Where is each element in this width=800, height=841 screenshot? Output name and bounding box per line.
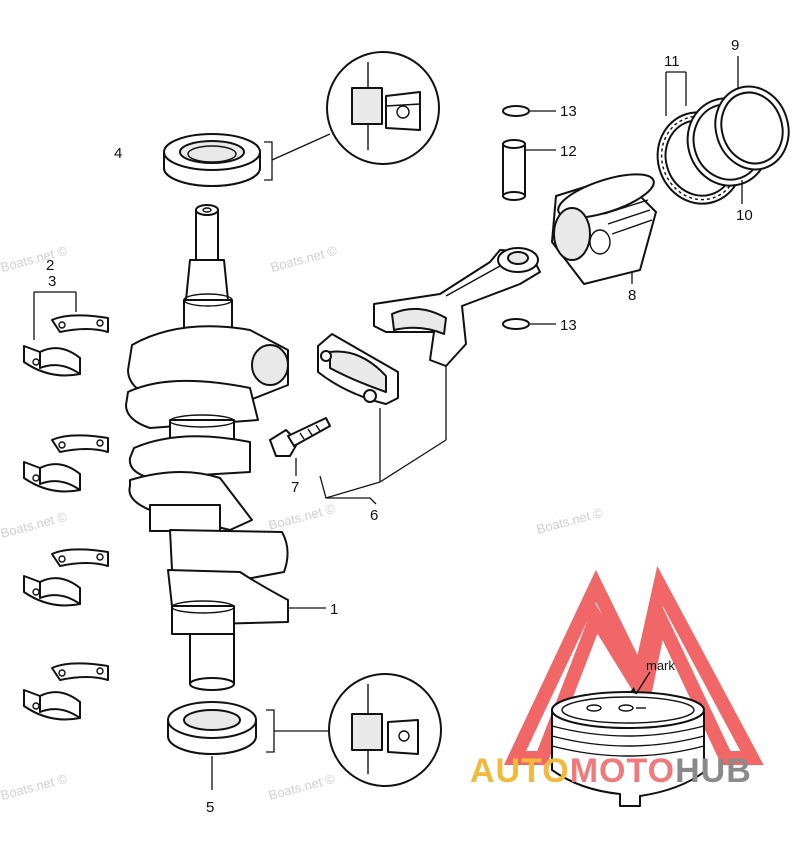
bearing-set-1 — [23, 291, 109, 377]
marked-piston: mark — [551, 658, 705, 807]
callout-12: 12 — [560, 143, 577, 160]
piston-mark-inset: mark AUTOMOTOHUB — [470, 566, 764, 807]
callout-3: 3 — [48, 273, 56, 290]
brand-wordmark: AUTOMOTOHUB — [470, 752, 752, 790]
bearing-halves — [23, 291, 109, 721]
callout-13-upper: 13 — [560, 103, 577, 120]
upper-detail-circle — [326, 51, 440, 165]
piston — [551, 173, 657, 285]
watermark-2: Boats.net © — [269, 243, 339, 275]
connecting-rod-bolt — [269, 417, 331, 476]
callout-labels: 1 2 3 4 5 6 7 8 9 10 11 12 13 13 — [46, 37, 753, 816]
watermark-7: Boats.net © — [267, 771, 337, 803]
callout-6: 6 — [370, 507, 378, 524]
piston-rings — [656, 56, 790, 205]
callout-1: 1 — [330, 601, 338, 618]
connecting-rod-cap — [317, 333, 399, 405]
brand-part-auto: AUTO — [470, 752, 570, 790]
upper-oil-seal — [163, 133, 331, 187]
callout-9: 9 — [731, 37, 739, 54]
callout-11: 11 — [664, 53, 680, 70]
piston-pin — [502, 139, 556, 201]
callout-13-lower: 13 — [560, 317, 577, 334]
watermark-5: Boats.net © — [535, 505, 605, 537]
brand-logo-mark — [503, 566, 764, 765]
callout-2: 2 — [46, 257, 54, 274]
callout-8: 8 — [628, 287, 636, 304]
lower-oil-seal — [167, 701, 328, 790]
brand-part-moto: MOTO — [570, 752, 675, 790]
connecting-rod — [319, 247, 541, 505]
piston-pin-clip-lower — [502, 318, 556, 330]
brand-part-hub: HUB — [675, 752, 752, 790]
watermark-3: Boats.net © — [0, 509, 69, 541]
watermark-1: Boats.net © — [0, 243, 69, 275]
callout-4: 4 — [114, 145, 122, 162]
callout-10: 10 — [736, 207, 753, 224]
bearing-set-3 — [23, 548, 109, 607]
watermark-4: Boats.net © — [267, 501, 337, 533]
crankshaft — [125, 204, 326, 691]
callout-5: 5 — [206, 799, 214, 816]
bearing-set-2 — [23, 434, 109, 493]
mark-label: mark — [646, 658, 675, 673]
lower-detail-circle — [328, 673, 442, 787]
piston-pin-clip-upper — [502, 105, 556, 117]
bearing-set-4 — [23, 662, 109, 721]
callout-7: 7 — [291, 479, 299, 496]
watermark-6: Boats.net © — [0, 771, 69, 803]
